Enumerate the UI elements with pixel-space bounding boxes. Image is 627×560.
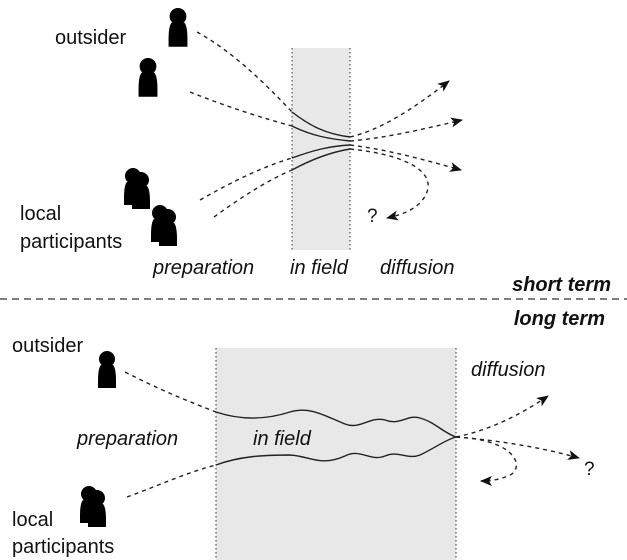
local-participants-icon: [80, 486, 106, 527]
long-term-heading: long term: [514, 308, 605, 330]
outsider-icon: [98, 351, 116, 388]
short-term-diffusion-label: diffusion: [380, 257, 455, 279]
long-term-participants-label: participants: [12, 536, 114, 558]
long-term-flow-line: [126, 464, 217, 498]
short-term-preparation-label: preparation: [152, 257, 254, 279]
short-term-flow-line: [189, 91, 293, 127]
short-term-field-line: [291, 148, 351, 171]
long-term-diffusion-arrow: [455, 395, 549, 438]
long-term-in-field-label: in field: [253, 428, 312, 450]
short-term-diffusion-arrow: [349, 117, 463, 142]
outsider-icon: [138, 57, 158, 97]
short-term-diffusion-arrow: [349, 80, 450, 138]
short-term-uncertain-arrow: [349, 148, 429, 221]
short-term-diffusion-arrow: [349, 144, 462, 172]
long-term-field-line: [215, 409, 457, 438]
long-term-outsider-label: outsider: [12, 335, 83, 357]
local-participants-icon: [151, 205, 177, 246]
short-term-heading: short term: [512, 274, 611, 296]
short-term-participants-label: participants: [20, 231, 122, 253]
outsider-icon: [168, 7, 188, 47]
long-term-diffusion-arrow: [455, 436, 580, 460]
long-term-diffusion-label: diffusion: [471, 359, 546, 381]
short-term-local-label: local: [20, 203, 61, 225]
short-term-question-mark: ?: [367, 206, 378, 227]
long-term-question-mark: ?: [584, 459, 595, 480]
long-term-field-line: [215, 436, 457, 466]
local-participants-icon: [124, 168, 150, 209]
long-term-flow-line: [124, 371, 217, 413]
short-term-flow-line: [213, 169, 293, 218]
short-term-flow-line: [196, 31, 293, 113]
short-term-outsider-label: outsider: [55, 27, 126, 49]
long-term-uncertain-arrow: [455, 436, 517, 486]
long-term-field-band: [216, 348, 456, 560]
short-term-field-line: [291, 125, 351, 142]
short-term-field-line: [291, 144, 351, 159]
short-term-in-field-label: in field: [290, 257, 349, 279]
long-term-section: ? outsider local participants preparatio…: [12, 335, 595, 560]
short-term-section: ? outsider local participants preparatio…: [20, 7, 463, 279]
long-term-preparation-label: preparation: [76, 428, 178, 450]
short-term-flow-line: [199, 157, 293, 201]
long-term-local-label: local: [12, 509, 53, 531]
short-term-field-line: [291, 111, 351, 138]
